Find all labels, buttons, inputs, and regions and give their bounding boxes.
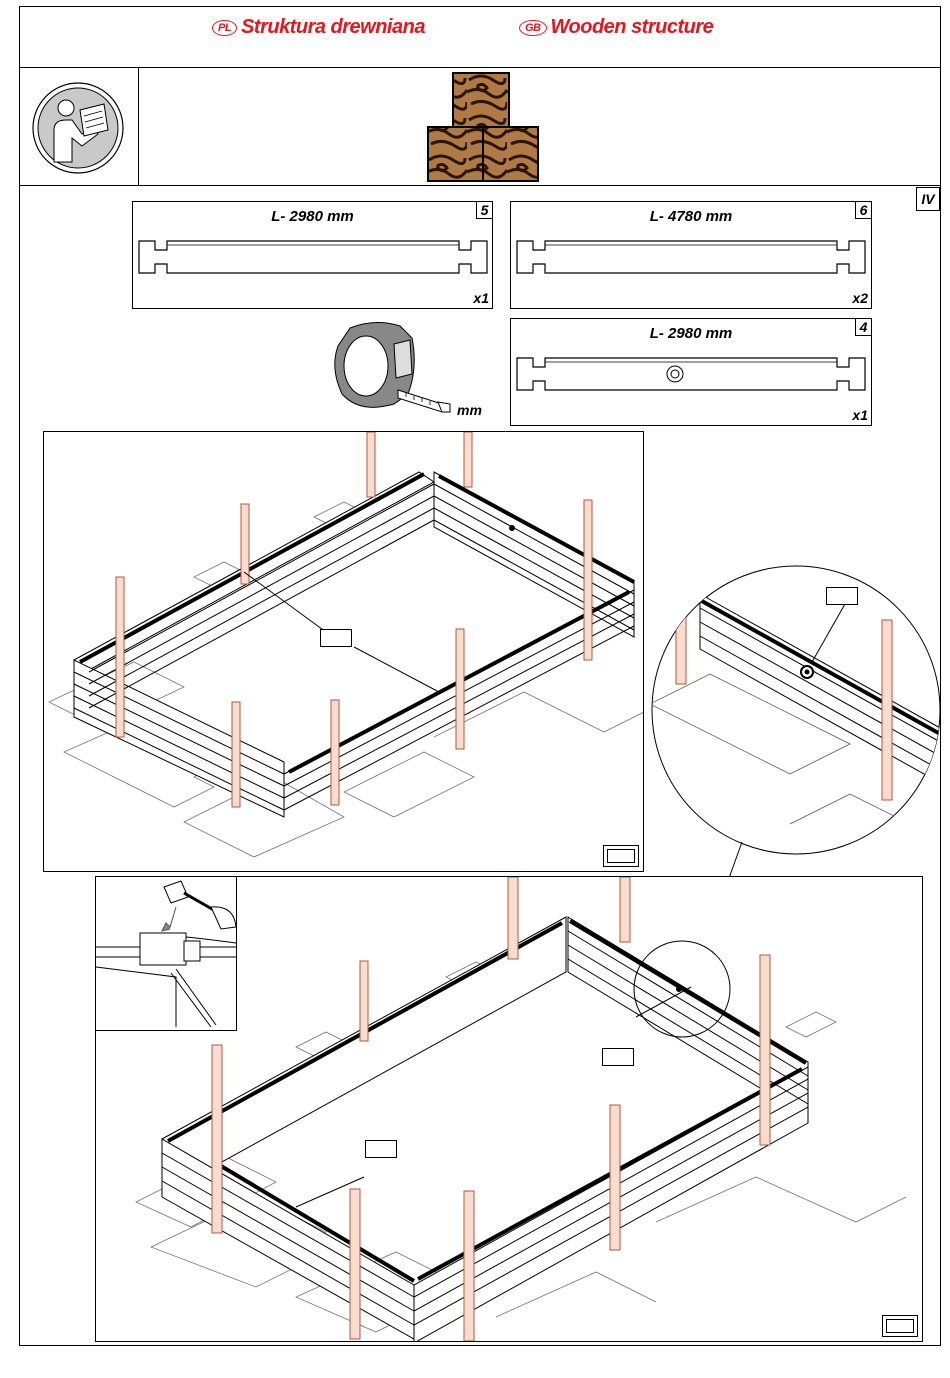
step-box — [882, 1315, 918, 1337]
read-manual-icon — [24, 80, 134, 176]
hammer-icon — [96, 877, 237, 1031]
part-number: 6 — [855, 202, 871, 219]
plank-drawing — [515, 238, 867, 280]
icon-cell-divider — [138, 67, 139, 185]
callout-label — [365, 1140, 397, 1158]
callout-label — [320, 629, 352, 647]
part-length: L- 2980 mm — [133, 208, 492, 225]
magnified-detail — [650, 564, 942, 856]
part-quantity: x1 — [852, 407, 868, 423]
part-box-4: L- 2980 mm 4 x1 — [510, 318, 872, 426]
hammer-inset — [95, 876, 237, 1031]
callout-label — [602, 1048, 634, 1066]
wood-material-icon — [427, 72, 539, 182]
part-quantity: x1 — [473, 290, 489, 306]
lang-badge-pl: PL — [212, 20, 237, 36]
part-box-6: L- 4780 mm 6 x2 — [510, 201, 872, 309]
part-box-5: L- 2980 mm 5 x1 — [132, 201, 493, 309]
title-gb-text: Wooden structure — [551, 16, 714, 39]
part-number: 4 — [855, 319, 871, 336]
title-pl-text: Struktura drewniana — [241, 16, 425, 39]
part-length: L- 4780 mm — [511, 208, 871, 225]
tape-measure-icon — [330, 318, 452, 422]
assembly-view-top — [43, 431, 644, 872]
callout-label — [826, 587, 858, 605]
assembly-drawing — [44, 432, 644, 872]
step-marker: IV — [916, 187, 940, 211]
title-gb: GB Wooden structure — [519, 16, 713, 39]
step-box — [603, 845, 639, 867]
part-length: L- 2980 mm — [511, 325, 871, 342]
tape-unit-label: mm — [457, 402, 482, 418]
plank-drawing — [137, 238, 489, 280]
part-number: 5 — [476, 202, 492, 219]
icons-divider — [19, 185, 941, 186]
plank-drawing — [515, 355, 867, 397]
header-divider — [19, 67, 941, 68]
title-pl: PL Struktura drewniana — [212, 16, 425, 39]
part-quantity: x2 — [852, 290, 868, 306]
lang-badge-gb: GB — [519, 20, 547, 36]
